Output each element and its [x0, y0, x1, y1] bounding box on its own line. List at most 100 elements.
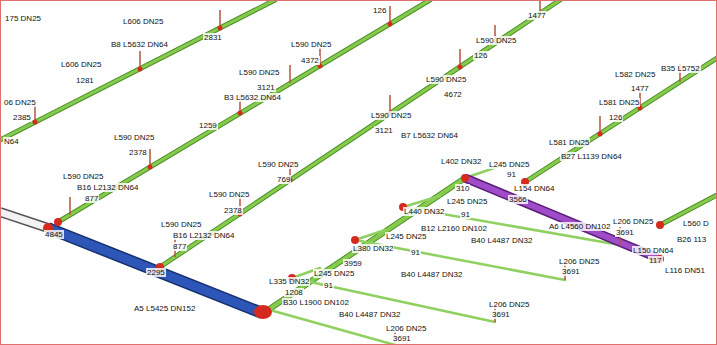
pipe-label: L582 DN25 [614, 70, 656, 79]
pipe-label: L440 DN32 [403, 207, 445, 216]
pipe-label: L206 DN25 [488, 300, 530, 309]
pipe-label: B30 L1900 DN102 [282, 298, 350, 307]
pipe-label: L590 DN25 [113, 133, 155, 142]
grey-pipe [0, 212, 48, 228]
branch-pipe [403, 207, 620, 245]
tee-fitting [461, 174, 469, 182]
pipe-label: B26 113 [676, 235, 707, 244]
pipe-label: L606 DN25 [122, 17, 164, 26]
fitting [238, 111, 243, 116]
riser [69, 197, 71, 215]
pipe [160, 0, 560, 267]
riser [219, 10, 221, 28]
pipe-label: 2831 [203, 33, 223, 42]
pipe-label: 2378 [128, 148, 148, 157]
pipe-outline [465, 178, 660, 259]
pipe-label: L590 DN25 [257, 160, 299, 169]
pipe-label: 1281 [75, 76, 95, 85]
pipe-label: A6 L4560 DN102 [548, 222, 611, 231]
pipe-label: N64 [3, 137, 20, 146]
pipe-label: B35 L5752 [660, 64, 701, 73]
pipe-label: L560 D [682, 219, 710, 228]
riser [149, 149, 151, 167]
pipe-label: 310 [455, 184, 470, 193]
pipe-label: 91 [323, 281, 334, 290]
pipe-label: B3 L5632 DN64 [223, 93, 282, 102]
pipe-label: 3121 [374, 126, 394, 135]
pipe-label: 877 [172, 242, 187, 251]
pipe-label: B40 L4487 DN32 [338, 310, 401, 319]
pipe-label: B27 L1139 DN64 [560, 152, 623, 161]
pipe-label: B16 L2132 DN64 [172, 231, 235, 240]
main-pipes [0, 178, 660, 313]
pipe-label: 4845 [44, 230, 64, 239]
fitting [458, 65, 463, 70]
pipe-label: L590 DN25 [370, 111, 412, 120]
pipe-label: 3691 [392, 334, 412, 343]
pipe-label: 126 [608, 113, 623, 122]
pipe-label: L590 DN25 [290, 40, 332, 49]
pipe-outline [265, 178, 465, 312]
pipe-label: L206 DN25 [558, 257, 600, 266]
pipe-label: B7 L5632 DN64 [400, 131, 459, 140]
riser [459, 49, 461, 67]
fittings [33, 22, 665, 320]
risers [35, 1, 680, 343]
pipe-outline [525, 58, 717, 182]
pipe-label: L606 DN25 [60, 60, 102, 69]
pipe-label: L590 DN25 [62, 172, 104, 181]
fitting [138, 67, 143, 72]
fitting [218, 26, 223, 31]
riser [139, 51, 141, 69]
purple-pipe [465, 178, 660, 259]
pipe-label: B8 L5632 DN64 [110, 40, 169, 49]
riser [599, 116, 601, 134]
pipe-outline [160, 0, 560, 267]
pipe-outline [0, 212, 48, 228]
riser [289, 65, 291, 83]
pipe-label: L206 DN25 [612, 217, 654, 226]
pipe-label: 3566 [508, 195, 528, 204]
pipe-label: A5 L5425 DN152 [133, 304, 196, 313]
pipe [265, 178, 465, 312]
fitting [148, 165, 153, 170]
pipe-label: L581 DN25 [598, 98, 640, 107]
riser [389, 6, 391, 24]
pipe-label: 126 [372, 6, 387, 15]
pipe-label: 1259 [198, 121, 218, 130]
pipe-label: B12 L2160 DN102 [420, 224, 488, 233]
pipe-label: L245 DN25 [488, 160, 530, 169]
pipe-label: 877 [84, 194, 99, 203]
pipe-label: 91 [410, 248, 421, 257]
tee-fitting [351, 236, 359, 244]
pipe-label: L402 DN32 [440, 157, 482, 166]
pipe-label: 1477 [527, 11, 547, 20]
pipe-label: L380 DN32 [352, 244, 394, 253]
tee-fitting [656, 221, 664, 229]
pipe-label: L590 DN25 [475, 36, 517, 45]
fitting [388, 22, 393, 27]
pipe-label: L581 DN25 [548, 138, 590, 147]
elbow-fitting [254, 305, 272, 319]
pipe-label: 1477 [630, 84, 650, 93]
pipe-label: L245 DN25 [446, 197, 488, 206]
pipe-label: 117 [648, 256, 663, 265]
pipe-label: 06 DN25 [3, 98, 37, 107]
pipe-label: B40 L4487 DN32 [400, 270, 463, 279]
pipe [525, 58, 717, 182]
pipe [58, 0, 430, 222]
pipe-label: 2385 [12, 113, 32, 122]
pipe-label: 126 [473, 51, 488, 60]
pipe-label: 4372 [300, 56, 320, 65]
pipe-label: 1208 [284, 288, 304, 297]
pipe-label: 2295 [146, 268, 166, 277]
pipe-label: L335 DN32 [268, 277, 310, 286]
pipe-label: L154 DN64 [513, 184, 555, 193]
pipe-label: 91 [506, 170, 517, 179]
pipe-label: 3959 [343, 259, 363, 268]
pipe-outline [48, 228, 262, 313]
